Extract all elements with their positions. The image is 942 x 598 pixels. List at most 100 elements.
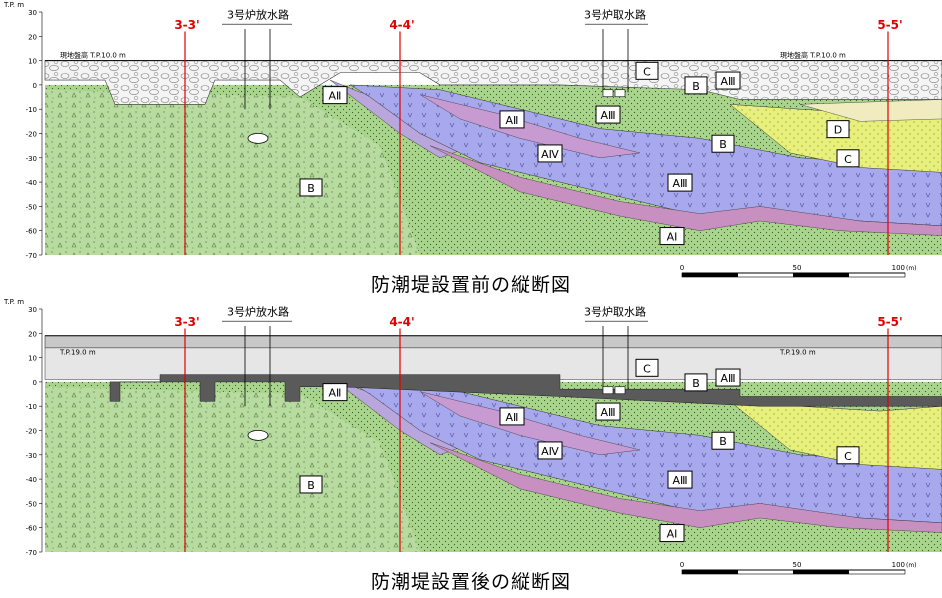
label-B-1-box bbox=[299, 178, 323, 197]
label-A-IV: AⅣ bbox=[541, 148, 560, 161]
panel-after: T.P. m3020100-10-20-30-40-50-60-70T.P.19… bbox=[3, 298, 942, 575]
layer-A-I bbox=[429, 442, 942, 533]
intake-label: 3号炉取水路 bbox=[584, 305, 646, 318]
section-label: 5-5' bbox=[877, 315, 902, 329]
label-A-I: AⅠ bbox=[667, 528, 678, 541]
label-A-III-1-box bbox=[667, 470, 693, 489]
label-A-IV-box bbox=[537, 441, 563, 460]
label-A-II-2: AⅡ bbox=[506, 411, 519, 424]
y-tick-label: 30 bbox=[28, 306, 37, 314]
label-B-3-box bbox=[711, 134, 735, 153]
y-tick-label: -30 bbox=[26, 452, 37, 460]
scale-bar-seg bbox=[682, 273, 738, 277]
intake-box-1 bbox=[602, 89, 614, 98]
y-tick-label: -10 bbox=[26, 403, 37, 411]
y-tick-label: -60 bbox=[26, 525, 37, 533]
label-C-2-box bbox=[836, 149, 860, 168]
y-tick-label: -50 bbox=[26, 203, 37, 211]
label-B-3: B bbox=[719, 435, 727, 448]
label-A-II-2: AⅡ bbox=[506, 114, 519, 127]
scale-tick: 100 bbox=[892, 264, 905, 272]
scale-bar-seg bbox=[682, 570, 738, 574]
outfall-tunnel-icon bbox=[247, 429, 269, 441]
y-tick-label: -60 bbox=[26, 228, 37, 236]
label-A-IV: AⅣ bbox=[541, 445, 560, 458]
label-A-IV-box bbox=[537, 144, 563, 163]
label-A-I-box bbox=[659, 524, 685, 543]
fill-light bbox=[44, 347, 942, 380]
label-A-III-3: AⅢ bbox=[720, 75, 735, 88]
label-A-III-3-box bbox=[715, 368, 741, 387]
section-label: 5-5' bbox=[877, 18, 902, 32]
scale-tick: 0 bbox=[680, 561, 684, 569]
fill-dark bbox=[109, 374, 942, 407]
label-A-III-1-box bbox=[667, 173, 693, 192]
label-D-box bbox=[826, 120, 850, 139]
label-C-2-box bbox=[836, 446, 860, 465]
y-tick-label: -30 bbox=[26, 155, 37, 163]
scale-tick: 50 bbox=[793, 264, 802, 272]
label-B-1-box bbox=[299, 475, 323, 494]
label-A-II-1: AⅡ bbox=[329, 387, 342, 400]
scale-unit: (m) bbox=[906, 265, 917, 272]
label-A-III-2-box bbox=[595, 105, 621, 124]
label-C-1-box bbox=[635, 61, 659, 80]
intake-box-1 bbox=[602, 386, 614, 395]
label-A-III-3-box bbox=[715, 71, 741, 90]
layer-A-I bbox=[429, 145, 942, 236]
after-section-title: 防潮堤設置後の縦断図 bbox=[370, 571, 571, 593]
before-section-title: 防潮堤設置前の縦断図 bbox=[370, 274, 571, 296]
y-tick-label: -40 bbox=[26, 476, 37, 484]
y-tick-label: 0 bbox=[33, 82, 37, 90]
label-B-3-box bbox=[711, 431, 735, 450]
label-C-2: C bbox=[844, 153, 852, 166]
label-A-II-1: AⅡ bbox=[329, 90, 342, 103]
scale-bar-frame bbox=[681, 569, 906, 575]
y-tick-label: -10 bbox=[26, 106, 37, 114]
label-B-1: B bbox=[307, 182, 315, 195]
label-D: D bbox=[834, 124, 842, 137]
surface-label-left: 現地盤高 T.P.10.0 m bbox=[60, 51, 126, 60]
intake-label: 3号炉取水路 bbox=[584, 8, 646, 21]
label-C-1-box bbox=[635, 358, 659, 377]
outfall-tunnel-icon bbox=[247, 132, 269, 144]
label-A-III-1: AⅢ bbox=[672, 474, 687, 487]
y-tick-label: 30 bbox=[28, 9, 37, 17]
label-A-III-2-box bbox=[595, 402, 621, 421]
y-tick-label: -70 bbox=[26, 549, 37, 557]
label-C-2: C bbox=[844, 450, 852, 463]
label-A-III-1: AⅢ bbox=[672, 177, 687, 190]
label-A-II-1-box bbox=[322, 86, 348, 105]
label-A-I-box bbox=[659, 227, 685, 246]
scale-bar-seg bbox=[793, 273, 849, 277]
y-unit-label: T.P. m bbox=[3, 1, 24, 9]
outfall-label: 3号炉放水路 bbox=[227, 304, 289, 318]
y-tick-label: 0 bbox=[33, 379, 37, 387]
surface-label-right: T.P.19.0 m bbox=[779, 349, 816, 357]
scale-bar-seg bbox=[793, 570, 849, 574]
section-label: 4-4' bbox=[389, 315, 414, 329]
label-B-1: B bbox=[307, 479, 315, 492]
label-A-I: AⅠ bbox=[667, 231, 678, 244]
label-C-1: C bbox=[643, 362, 651, 375]
y-tick-label: -50 bbox=[26, 500, 37, 508]
label-B-2: B bbox=[692, 80, 700, 93]
section-label: 4-4' bbox=[389, 18, 414, 32]
y-tick-label: -20 bbox=[26, 428, 37, 436]
fill-gravel bbox=[44, 60, 942, 105]
y-tick-label: 20 bbox=[28, 33, 37, 41]
scale-tick: 100 bbox=[892, 561, 905, 569]
label-B-2-box bbox=[684, 373, 708, 392]
label-A-III-2: AⅢ bbox=[600, 109, 615, 122]
scale-tick: 50 bbox=[793, 561, 802, 569]
surface-label-right: 現地盤高 T.P.10.0 m bbox=[780, 51, 846, 60]
scale-bar-frame bbox=[681, 272, 906, 278]
y-tick-label: -40 bbox=[26, 179, 37, 187]
y-tick-label: 10 bbox=[28, 355, 37, 363]
intake-box-2 bbox=[614, 89, 626, 98]
label-C-1: C bbox=[643, 65, 651, 78]
y-tick-label: -70 bbox=[26, 252, 37, 260]
